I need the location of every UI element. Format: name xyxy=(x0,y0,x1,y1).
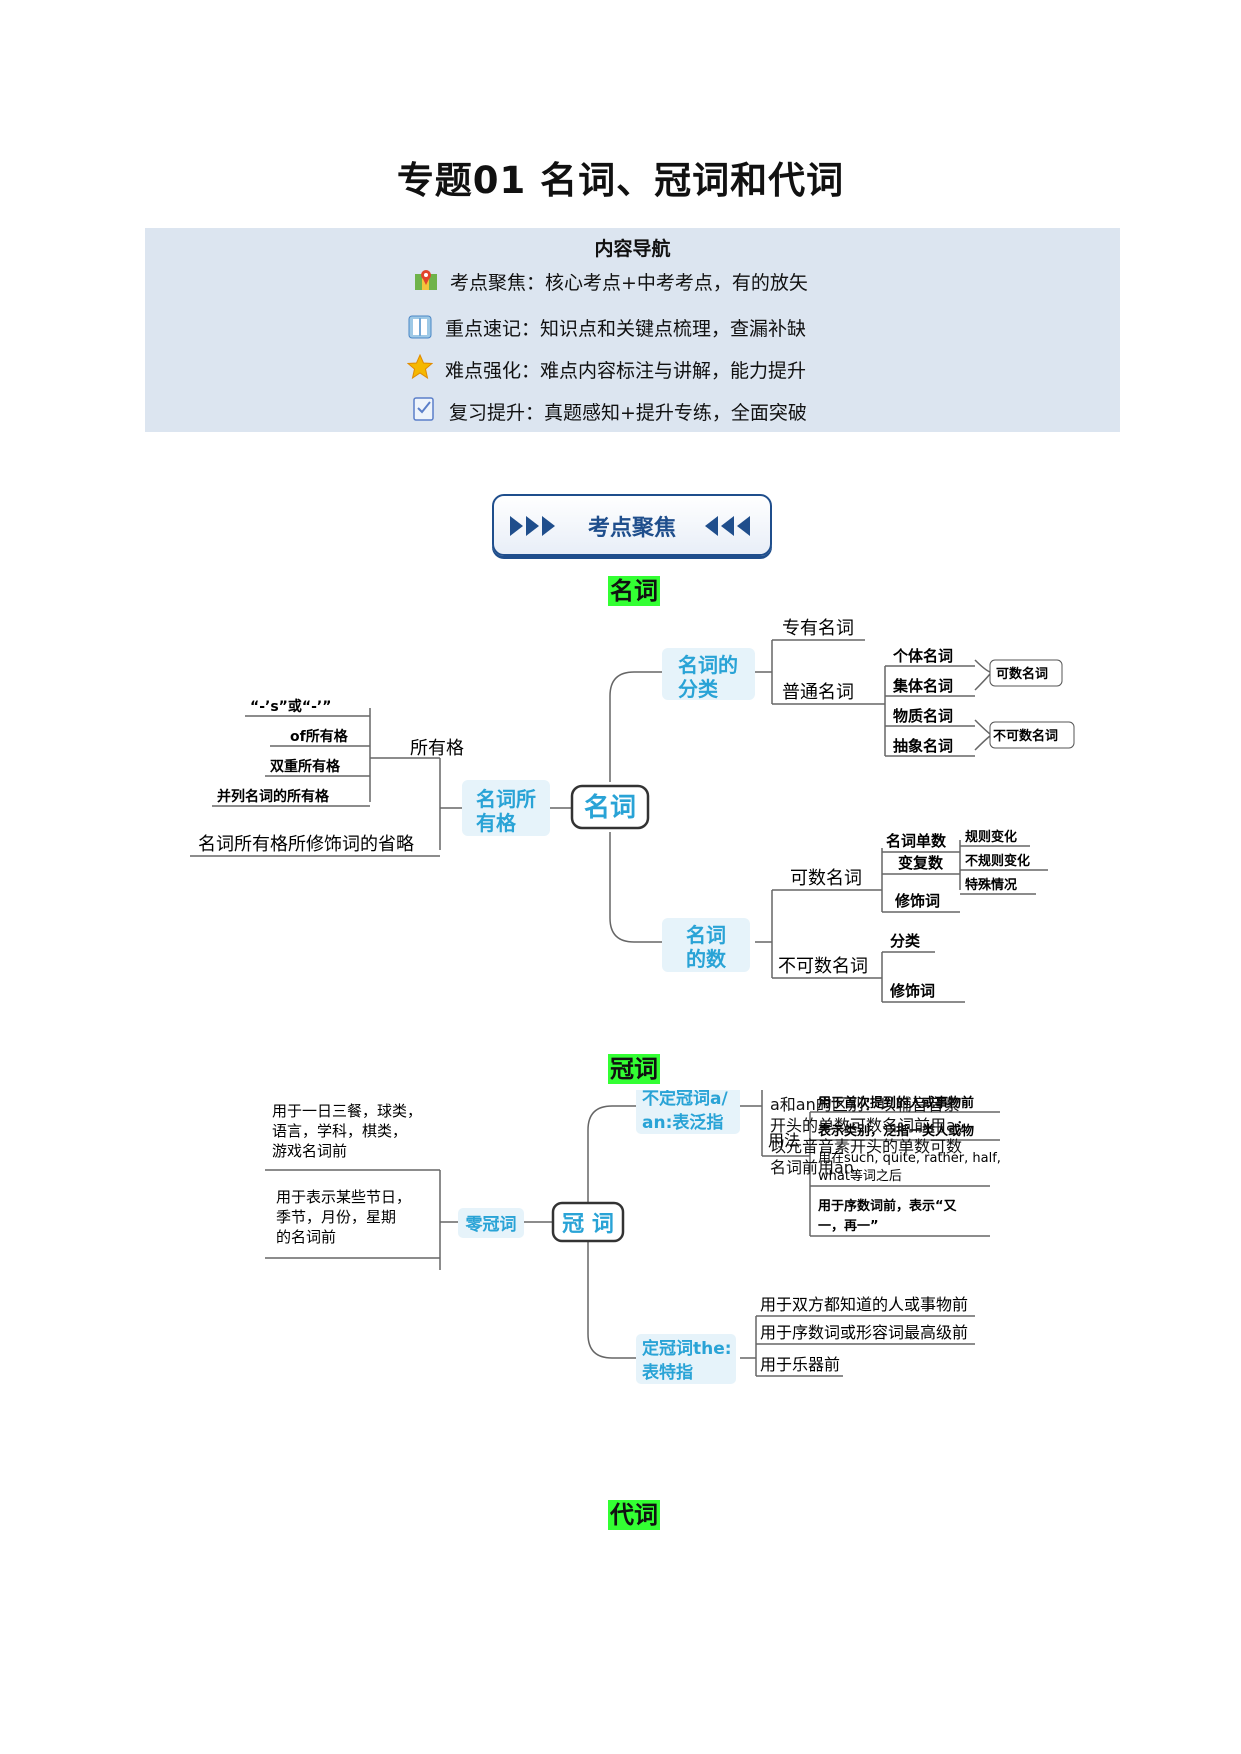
zero-item-2-line-3: 的名词前 xyxy=(276,1228,336,1246)
arrow-left-icon xyxy=(721,516,734,536)
definite-item-2: 用于序数词或形容词最高级前 xyxy=(760,1323,968,1342)
definite-item-3: 用于乐器前 xyxy=(760,1355,840,1374)
arrow-right-icon xyxy=(542,516,555,536)
diff-line-3: 以元音音素开头的单数可数 xyxy=(770,1137,963,1156)
diff-line-1: a和an的区别：以辅音音素 xyxy=(770,1095,960,1114)
zero-item-1-line-1: 用于一日三餐，球类， xyxy=(272,1102,422,1120)
leaf-unc-classification: 分类 xyxy=(890,932,921,950)
node-classification-1: 名词的 xyxy=(678,653,738,677)
node-zero-article: 零冠词 xyxy=(465,1215,517,1235)
usage-item-3-line-1: 用在such, quite, rather, half, xyxy=(818,1151,1001,1166)
leaf-individual-noun: 个体名词 xyxy=(892,647,953,665)
diff-line-4: 名词前用an xyxy=(770,1158,854,1177)
leaf-double-possessive: 双重所有格 xyxy=(270,758,341,775)
node-indefinite-2: an:表泛指 xyxy=(642,1112,723,1133)
leaf-possessive-omission: 名词所有格所修饰词的省略 xyxy=(198,834,414,855)
leaf-s-possessive: “-’s”或“-’” xyxy=(250,698,331,715)
section-banner: 考点聚焦 xyxy=(492,494,772,556)
map-icon xyxy=(415,270,437,290)
leaf-countable-modifier: 修饰词 xyxy=(894,892,940,910)
nav-heading: 内容导航 xyxy=(594,238,671,260)
article-mind-map: 冠 词 零冠词 不定冠词a/ an:表泛指 定冠词the: 表特指 用于一日三餐… xyxy=(265,1090,1001,1384)
leaf-material-noun: 物质名词 xyxy=(893,707,953,725)
arrow-left-icon xyxy=(705,516,718,536)
node-definite-1: 定冠词the: xyxy=(642,1338,732,1359)
article-center-node: 冠 词 xyxy=(562,1212,614,1237)
leaf-irregular-change: 不规则变化 xyxy=(965,853,1030,869)
noun-center-node: 名词 xyxy=(584,792,636,823)
usage-item-4-line-2: 一，再一” xyxy=(818,1219,879,1234)
leaf-possessive-case: 所有格 xyxy=(410,738,464,759)
leaf-common-noun: 普通名词 xyxy=(782,682,854,703)
node-possessive-2: 有格 xyxy=(476,811,517,835)
zero-item-2-line-2: 季节，月份，星期 xyxy=(276,1208,396,1226)
zero-item-2-line-1: 用于表示某些节日， xyxy=(276,1188,411,1206)
leaf-unc-modifier: 修饰词 xyxy=(889,982,935,1000)
tag-uncountable: 不可数名词 xyxy=(993,728,1058,744)
section-heading-pronoun: 代词 xyxy=(608,1500,660,1530)
leaf-uncountable-noun: 不可数名词 xyxy=(778,956,868,977)
node-number-2: 的数 xyxy=(686,947,727,971)
zero-item-1-line-2: 语言，学科，棋类， xyxy=(272,1122,407,1140)
arrow-right-icon xyxy=(526,516,539,536)
leaf-coordinate-possessive: 并列名词的所有格 xyxy=(217,788,330,805)
page-title: 专题01 名词、冠词和代词 xyxy=(396,159,845,202)
leaf-countable-noun: 可数名词 xyxy=(790,868,862,889)
definite-item-1: 用于双方都知道的人或事物前 xyxy=(760,1295,968,1314)
tag-countable: 可数名词 xyxy=(996,666,1048,682)
node-number-1: 名词 xyxy=(686,923,726,947)
leaf-of-possessive: of所有格 xyxy=(290,728,349,745)
node-definite-2: 表特指 xyxy=(642,1362,693,1383)
section-heading-article: 冠词 xyxy=(608,1054,660,1084)
leaf-special-cases: 特殊情况 xyxy=(965,877,1017,893)
leaf-abstract-noun: 抽象名词 xyxy=(893,737,953,755)
section-heading-noun: 名词 xyxy=(608,576,660,606)
book-icon xyxy=(408,315,432,339)
star-icon xyxy=(407,354,433,380)
usage-item-1: 用于首次提到的人或事物前 xyxy=(817,1095,974,1111)
leaf-regular-change: 规则变化 xyxy=(965,829,1017,845)
arrow-left-icon xyxy=(737,516,750,536)
nav-item-difficulty: 难点强化：难点内容标注与讲解，能力提升 xyxy=(445,360,807,382)
noun-mind-map: 名词 名词的 分类 名词所 有格 名词 的数 专有名词 普通名词 个体名词 集体… xyxy=(190,618,1075,1003)
diff-line-2: 开头的单数可数名词前用a； xyxy=(770,1116,972,1135)
node-classification-2: 分类 xyxy=(678,677,718,701)
usage-item-3-line-2: what等词之后 xyxy=(818,1168,902,1184)
checklist-icon xyxy=(413,397,434,421)
node-indefinite-1: 不定冠词a/ xyxy=(642,1090,728,1109)
zero-item-1-line-3: 游戏名词前 xyxy=(272,1142,347,1160)
node-possessive-1: 名词所 xyxy=(476,787,536,811)
nav-item-review: 复习提升：真题感知+提升专练，全面突破 xyxy=(449,402,807,424)
content-navigation-panel: 内容导航 考点聚焦：核心考点+中考考点，有的放矢 重点速记：知识点和关键点梳理，… xyxy=(145,228,1120,432)
a-an-difference-note: a和an的区别：以辅音音素 开头的单数可数名词前用a； 以元音音素开头的单数可数… xyxy=(770,1094,1010,1178)
banner-label: 考点聚焦 xyxy=(587,516,676,541)
leaf-collective-noun: 集体名词 xyxy=(892,677,953,695)
usage-item-4-line-1: 用于序数词前，表示“又 xyxy=(817,1198,958,1214)
leaf-usage: 用法 xyxy=(768,1131,800,1150)
usage-item-2: 表示类别，泛指一类人或物 xyxy=(817,1123,974,1139)
arrow-right-icon xyxy=(510,516,523,536)
leaf-singular: 名词单数 xyxy=(886,832,947,850)
nav-item-keypoints: 重点速记：知识点和关键点梳理，查漏补缺 xyxy=(445,318,807,340)
nav-item-focus: 考点聚焦：核心考点+中考考点，有的放矢 xyxy=(450,272,808,294)
leaf-proper-noun: 专有名词 xyxy=(782,618,854,639)
leaf-plural: 变复数 xyxy=(898,854,944,872)
